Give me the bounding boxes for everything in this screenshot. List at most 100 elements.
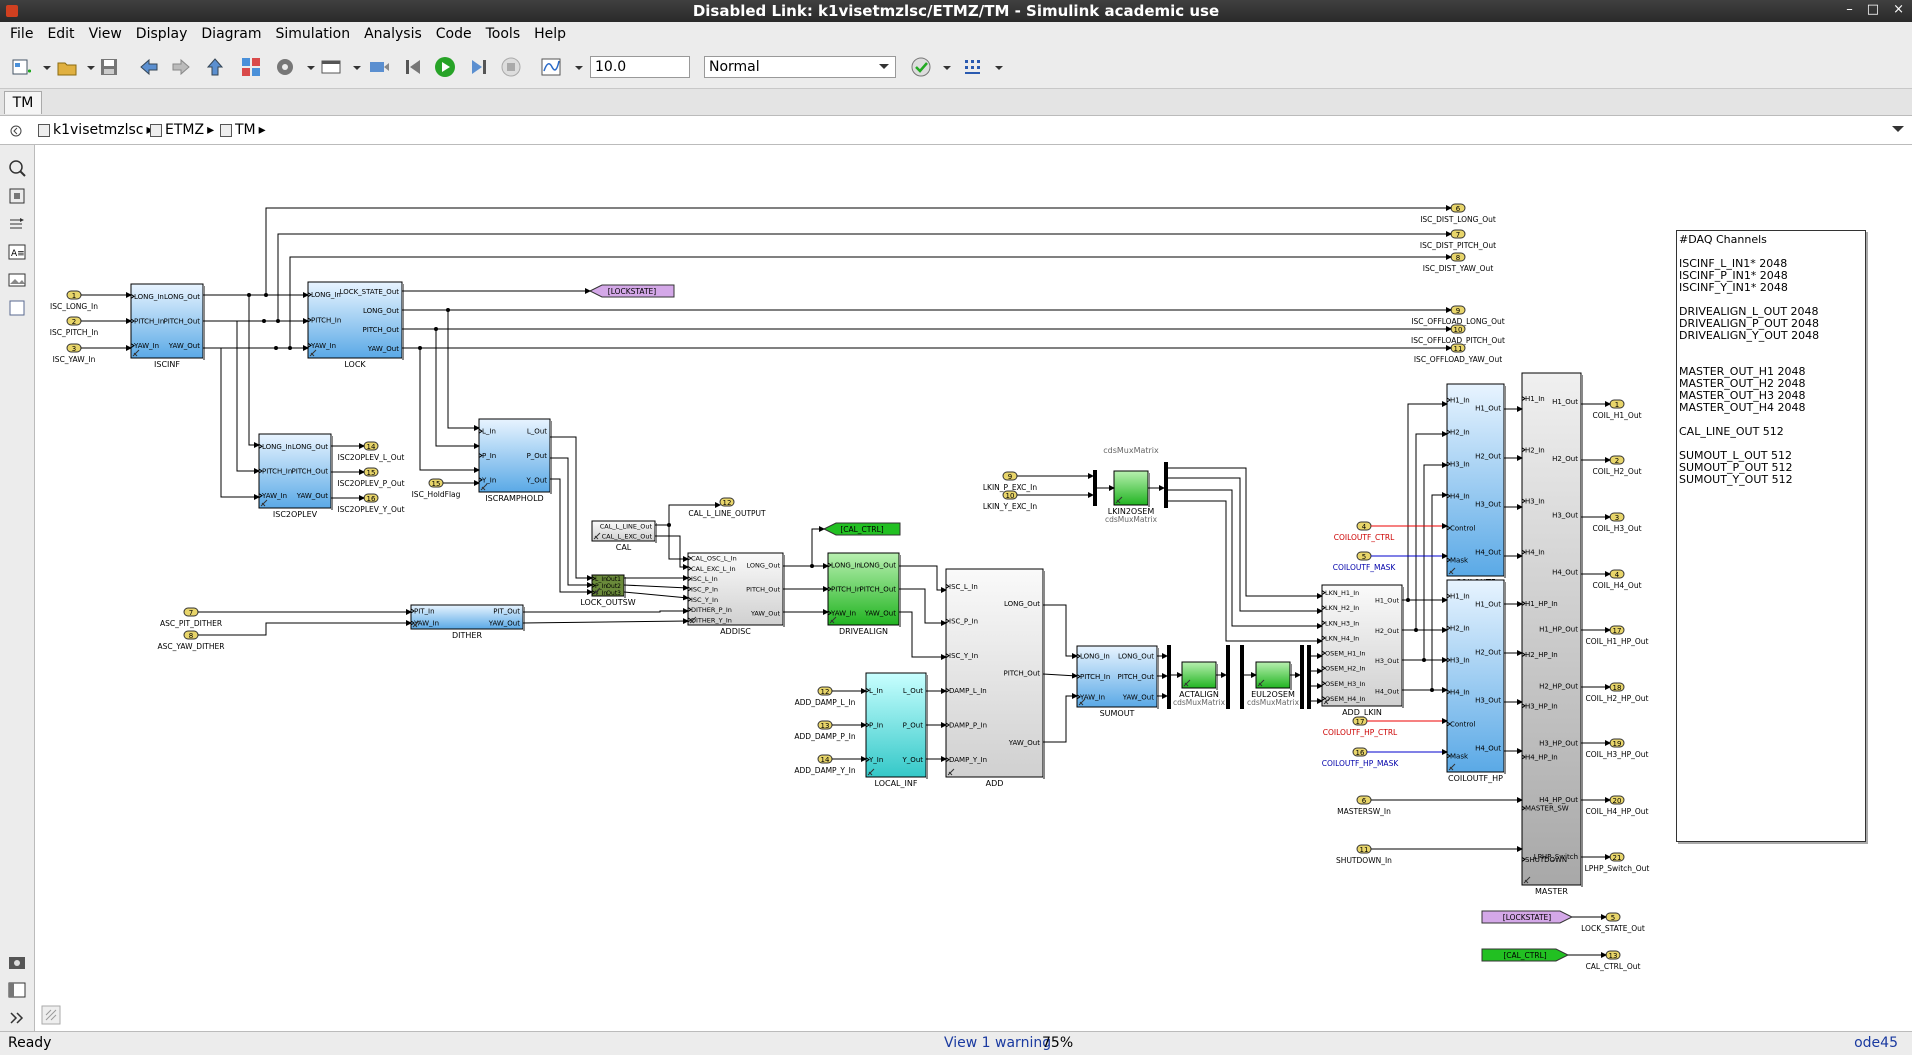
signal-line[interactable] xyxy=(1168,477,1323,614)
new-dropdown-icon[interactable] xyxy=(36,56,51,78)
signal-line[interactable] xyxy=(899,588,947,626)
goto-tag[interactable]: [LOCKSTATE] xyxy=(588,284,675,298)
menu-analysis[interactable]: Analysis xyxy=(364,26,422,42)
signal-line[interactable] xyxy=(1423,462,1448,660)
signal-line[interactable] xyxy=(523,608,689,614)
mux-bar[interactable] xyxy=(1164,462,1168,508)
scope-icon[interactable] xyxy=(540,56,562,78)
signal-line[interactable] xyxy=(435,329,480,449)
menu-view[interactable]: View xyxy=(88,26,122,42)
daq-channels-annotation[interactable]: #DAQ Channels ISCINF_L_IN1* 2048 ISCINF_… xyxy=(1676,230,1866,842)
signal-line[interactable] xyxy=(289,254,1452,348)
signal-line[interactable] xyxy=(198,620,412,636)
subsystem-add_lkin[interactable]: LKN_H1_InLKN_H2_InLKN_H3_InLKN_H4_InOSEM… xyxy=(1321,584,1404,717)
signal-line[interactable] xyxy=(623,591,689,601)
warning-link[interactable]: View 1 warning xyxy=(944,1035,1052,1051)
forward-arrow-icon[interactable] xyxy=(170,56,192,78)
arrange-icon[interactable] xyxy=(8,215,26,233)
hide-browser-icon[interactable] xyxy=(10,125,22,137)
zoom-icon[interactable] xyxy=(8,159,26,177)
menu-code[interactable]: Code xyxy=(435,26,472,42)
run-sim-settings-icon[interactable] xyxy=(368,56,390,78)
stop-time-input[interactable]: 10.0 xyxy=(590,56,690,78)
subsystem-sumout[interactable]: LONG_InPITCH_InYAW_InLONG_OutPITCH_OutYA… xyxy=(1076,645,1159,718)
signal-line[interactable] xyxy=(522,618,689,625)
run-icon[interactable] xyxy=(434,56,456,78)
signal-line[interactable] xyxy=(1168,467,1323,599)
signal-line[interactable] xyxy=(419,348,480,473)
signal-line[interactable] xyxy=(668,525,689,562)
signal-line[interactable] xyxy=(1042,672,1078,679)
subsystem-addisc[interactable]: CAL_OSC_L_InCAL_EXC_L_InISC_L_InISC_P_In… xyxy=(687,552,785,636)
goto-tag[interactable]: [CAL_CTRL] xyxy=(1481,948,1570,962)
model-explorer-icon[interactable] xyxy=(320,56,342,78)
signal-line[interactable] xyxy=(277,231,1452,321)
minimize-button[interactable]: – xyxy=(1846,2,1853,17)
signal-line[interactable] xyxy=(623,584,689,591)
menu-help[interactable]: Help xyxy=(534,26,567,42)
menu-display[interactable]: Display xyxy=(135,26,188,42)
menu-diagram[interactable]: Diagram xyxy=(201,26,262,42)
save-icon[interactable] xyxy=(98,56,120,78)
step-back-icon[interactable] xyxy=(402,56,424,78)
fit-view-icon[interactable] xyxy=(8,187,26,205)
signal-line[interactable] xyxy=(550,436,593,581)
signal-line[interactable] xyxy=(1043,604,1078,659)
signal-line[interactable] xyxy=(1415,431,1448,630)
signal-line[interactable] xyxy=(220,348,260,500)
solver-link[interactable]: ode45 xyxy=(1854,1035,1898,1051)
signal-line[interactable] xyxy=(655,502,721,526)
signal-line[interactable] xyxy=(655,535,689,570)
signal-line[interactable] xyxy=(1043,693,1078,743)
scope-dropdown-icon[interactable] xyxy=(568,56,583,78)
annotation-icon[interactable]: A≡ xyxy=(8,243,26,261)
mux-bar[interactable] xyxy=(1167,645,1171,709)
subsystem-isc2oplev[interactable]: LONG_InPITCH_InYAW_InLONG_OutPITCH_OutYA… xyxy=(258,433,333,519)
model-settings-gear-icon[interactable] xyxy=(274,56,296,78)
expand-sidebar-icon[interactable] xyxy=(8,1009,26,1027)
simulation-mode-select[interactable]: Normal xyxy=(704,56,896,78)
breadcrumb-item-model[interactable]: k1visetmzlsc▸ xyxy=(38,122,153,138)
menu-simulation[interactable]: Simulation xyxy=(275,26,351,42)
subsystem-coiloutf[interactable]: H1_InH2_InH3_InH4_InControlMaskH1_OutH2_… xyxy=(1446,383,1506,587)
signal-line[interactable] xyxy=(447,310,480,431)
mux-bar[interactable] xyxy=(1240,645,1244,709)
advisor-dropdown-icon[interactable] xyxy=(936,56,951,78)
build-dropdown-icon[interactable] xyxy=(988,56,1003,78)
breadcrumb-item-tm[interactable]: TM▸ xyxy=(220,122,266,138)
maximize-button[interactable]: □ xyxy=(1866,2,1880,17)
model-browser-icon[interactable] xyxy=(8,981,26,999)
step-forward-icon[interactable] xyxy=(468,56,490,78)
tab-tm[interactable]: TM xyxy=(4,91,42,114)
stop-icon[interactable] xyxy=(500,56,522,78)
signal-line[interactable] xyxy=(899,565,947,593)
signal-line[interactable] xyxy=(550,457,593,588)
open-folder-icon[interactable] xyxy=(56,56,78,78)
goto-tag[interactable]: [LOCKSTATE] xyxy=(1481,910,1574,924)
subsystem-coiloutf_hp[interactable]: H1_InH2_InH3_InH4_InControlMaskH1_OutH2_… xyxy=(1446,579,1506,783)
